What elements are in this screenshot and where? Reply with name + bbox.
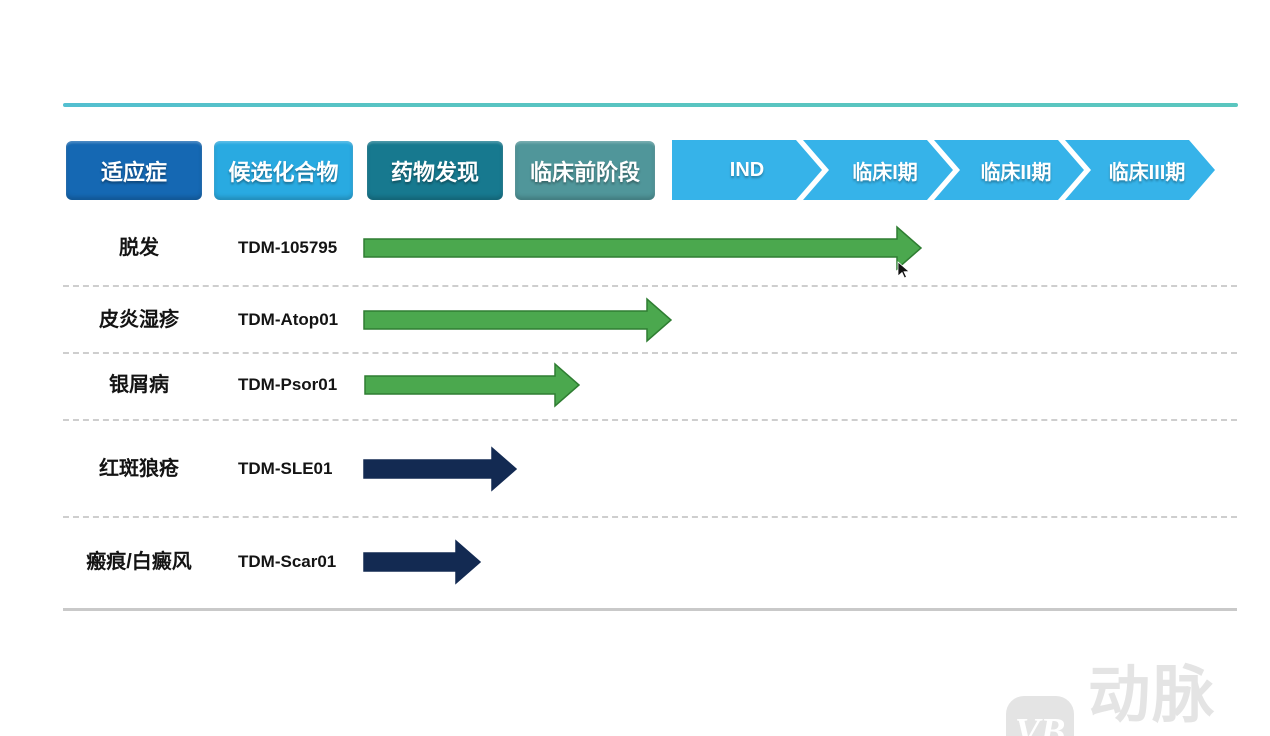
mouse-cursor-icon [897,261,911,279]
phase-chevron-2[interactable]: 临床I期 [803,140,953,200]
compound-code-label: TDM-Atop01 [238,310,339,329]
phase-chevron-1[interactable]: IND [672,140,822,200]
stage-button-2[interactable]: 候选化合物 [214,141,353,200]
indication-label: 皮炎湿疹 [99,309,179,331]
watermark: VB 动脉网 [1006,660,1270,736]
progress-arrow [363,225,922,271]
progress-arrow [363,297,672,343]
vb-logo-icon: VB [1006,696,1075,736]
progress-arrow [364,362,580,408]
compound-code-label: TDM-Psor01 [238,375,338,394]
compound-code-label: TDM-Scar01 [238,552,337,571]
row-separator-line [63,352,1237,354]
indication-label: 银屑病 [109,374,169,396]
compound-code-label: TDM-105795 [238,238,338,257]
stage-button-4[interactable]: 临床前阶段 [515,141,655,200]
phase-chevron-3[interactable]: 临床II期 [934,140,1084,200]
progress-arrow [363,446,517,492]
row-separator-line [63,285,1237,287]
watermark-text: 动脉网 [1088,661,1217,736]
bottom-border-line [63,608,1237,611]
indication-label: 瘢痕/白癜风 [86,551,192,573]
row-separator-line [63,419,1237,421]
stage-button-1[interactable]: 适应症 [66,141,202,200]
row-separator-line [63,516,1237,518]
indication-label: 红斑狼疮 [99,458,179,480]
stage-button-3[interactable]: 药物发现 [367,141,503,200]
compound-code-label: TDM-SLE01 [238,459,333,478]
indication-label: 脱发 [119,237,159,259]
top-accent-line [63,103,1238,107]
phase-chevron-4[interactable]: 临床III期 [1065,140,1215,200]
progress-arrow [363,539,481,585]
